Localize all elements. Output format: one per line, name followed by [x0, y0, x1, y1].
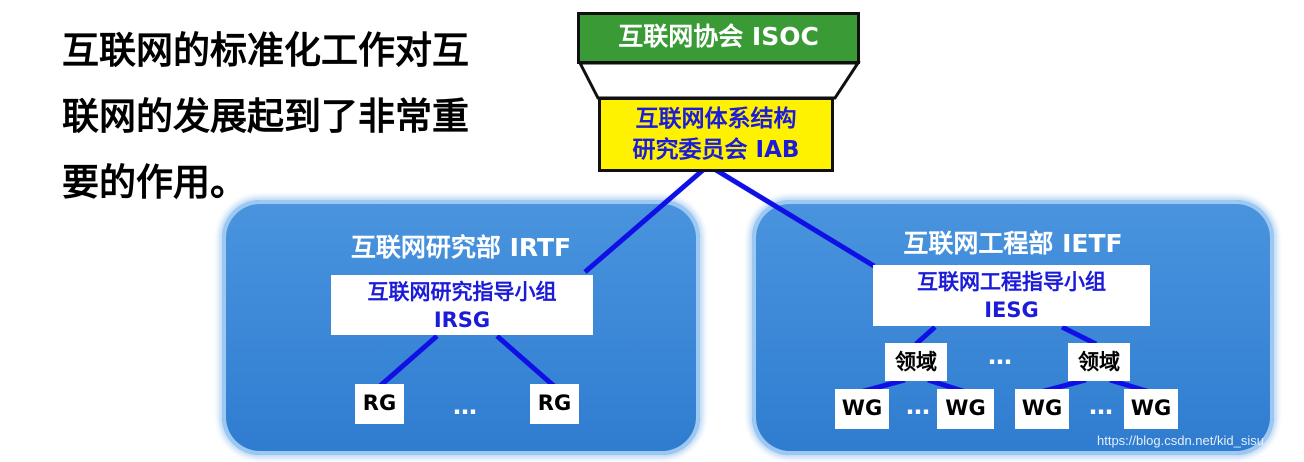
rg-ellipsis: …	[453, 392, 477, 420]
area-ellipsis: …	[988, 342, 1012, 370]
isoc-label: 互联网协会 ISOC	[618, 22, 819, 51]
iab-label-line1: 互联网体系结构	[635, 106, 797, 132]
isoc-iab-connector	[577, 61, 861, 100]
irsg-label-line2: IRSG	[433, 308, 491, 332]
area-box: 领域	[885, 343, 947, 381]
area-box: 领域	[1068, 343, 1130, 381]
iesg-area1-line	[914, 325, 937, 346]
wg-ellipsis: …	[906, 392, 930, 420]
wg-box: WG	[1124, 389, 1178, 429]
rg-box: RG	[355, 384, 404, 424]
iab-box: 互联网体系结构 研究委员会 IAB	[598, 97, 834, 172]
wg-ellipsis: …	[1089, 392, 1113, 420]
intro-text: 互联网的标准化工作对互联网的发展起到了非常重要的作用。	[62, 29, 469, 204]
irsg-box: 互联网研究指导小组 IRSG	[331, 275, 593, 335]
ietf-title: 互联网工程部 IETF	[903, 229, 1123, 258]
irsg-rg1-line	[378, 334, 439, 388]
iesg-area2-line	[1060, 324, 1098, 347]
irsg-rg2-line	[495, 334, 556, 388]
irsg-label-line1: 互联网研究指导小组	[367, 280, 557, 304]
iab-iesg-line	[714, 167, 876, 269]
iab-irsg-line	[583, 168, 705, 274]
iesg-label-line1: 互联网工程指导小组	[917, 270, 1106, 294]
wg-box: WG	[937, 389, 994, 429]
wg-box: WG	[835, 389, 889, 429]
iesg-label-line2: IESG	[984, 298, 1039, 322]
iab-label-line2: 研究委员会 IAB	[632, 137, 800, 163]
isoc-box: 互联网协会 ISOC	[577, 12, 860, 64]
watermark: https://blog.csdn.net/kid_sisu	[1097, 433, 1264, 448]
rg-box: RG	[530, 384, 579, 424]
wg-box: WG	[1015, 389, 1069, 429]
iesg-box: 互联网工程指导小组 IESG	[873, 265, 1150, 326]
irtf-title: 互联网研究部 IRTF	[350, 233, 572, 262]
